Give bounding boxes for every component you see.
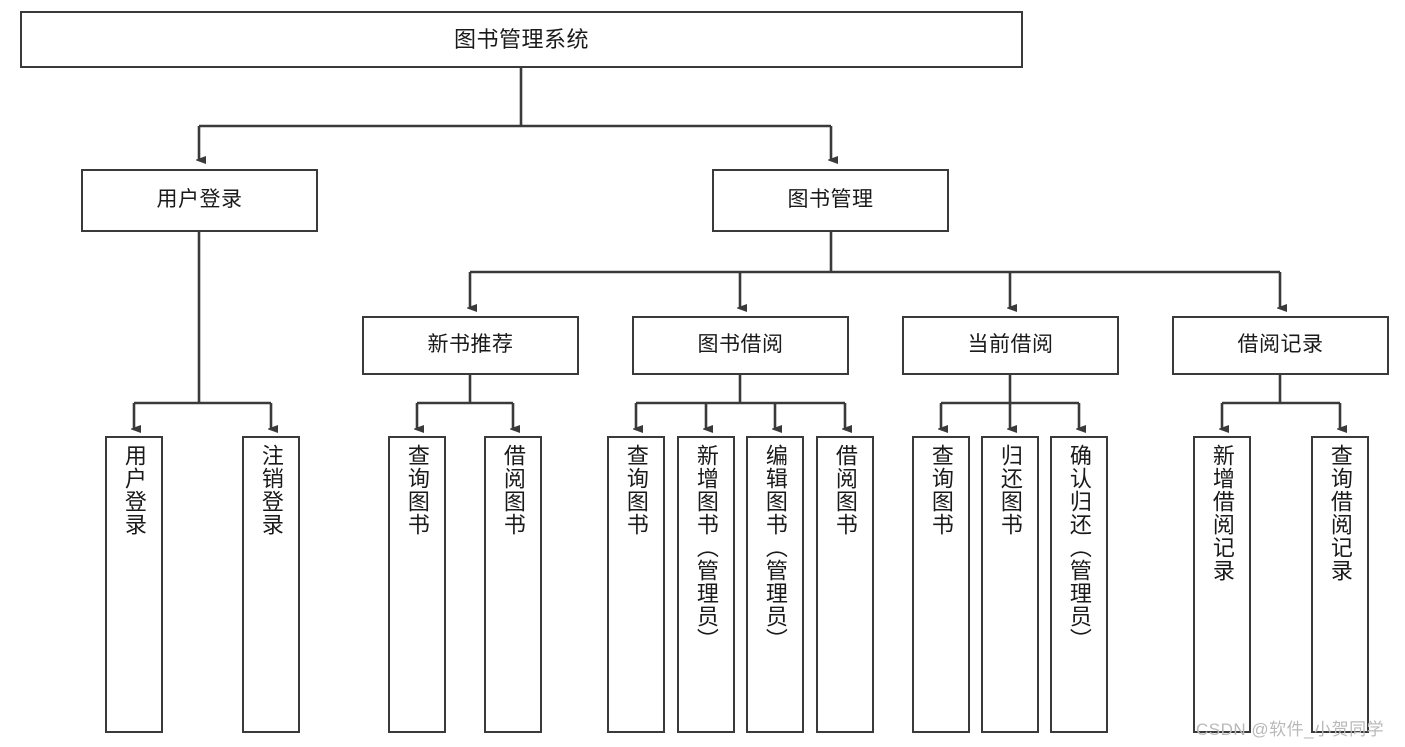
node-label: 借阅图书 xyxy=(832,444,858,536)
node-label: 借阅记录 xyxy=(1237,333,1324,357)
leaf-record-add-borrow-record[interactable]: 新增借阅记录 xyxy=(1193,436,1251,733)
node-label: 新增借阅记录 xyxy=(1209,444,1235,582)
leaf-new-book-borrow-books[interactable]: 借阅图书 xyxy=(484,436,542,733)
node-current-borrowing[interactable]: 当前借阅 xyxy=(902,316,1119,375)
node-label: 注销登录 xyxy=(258,444,284,536)
node-book-management[interactable]: 图书管理 xyxy=(712,169,949,232)
node-label: 用户登录 xyxy=(156,188,243,212)
leaf-user-login-signout[interactable]: 注销登录 xyxy=(242,436,300,733)
node-label: 确认归还（管理员） xyxy=(1066,444,1092,651)
node-label: 当前借阅 xyxy=(967,333,1054,357)
leaf-current-query-books[interactable]: 查询图书 xyxy=(912,436,970,733)
leaf-current-confirm-return-admin[interactable]: 确认归还（管理员） xyxy=(1050,436,1108,733)
node-label: 编辑图书（管理员） xyxy=(762,444,788,651)
leaf-borrow-borrow-books[interactable]: 借阅图书 xyxy=(816,436,874,733)
node-new-book-recommendation[interactable]: 新书推荐 xyxy=(362,316,579,375)
node-borrowing-record[interactable]: 借阅记录 xyxy=(1172,316,1389,375)
node-label: 归还图书 xyxy=(997,444,1023,536)
leaf-borrow-add-book-admin[interactable]: 新增图书（管理员） xyxy=(677,436,735,733)
leaf-borrow-query-books[interactable]: 查询图书 xyxy=(607,436,665,733)
leaf-borrow-edit-book-admin[interactable]: 编辑图书（管理员） xyxy=(746,436,804,733)
leaf-user-login-signin[interactable]: 用户登录 xyxy=(105,436,163,733)
leaf-record-query-borrow-record[interactable]: 查询借阅记录 xyxy=(1311,436,1369,733)
node-label: 图书管理系统 xyxy=(453,26,589,52)
node-label: 查询图书 xyxy=(404,444,430,536)
node-root-book-management-system[interactable]: 图书管理系统 xyxy=(20,11,1023,68)
csdn-watermark: CSDN @软件_小贺同学 xyxy=(1196,720,1385,739)
leaf-new-book-query-books[interactable]: 查询图书 xyxy=(388,436,446,733)
node-label: 图书借阅 xyxy=(697,333,784,357)
node-label: 新增图书（管理员） xyxy=(693,444,719,651)
node-user-login[interactable]: 用户登录 xyxy=(81,169,318,232)
node-label: 新书推荐 xyxy=(427,333,514,357)
node-label: 用户登录 xyxy=(121,444,147,536)
node-label: 查询图书 xyxy=(623,444,649,536)
node-label: 图书管理 xyxy=(787,188,874,212)
node-label: 查询借阅记录 xyxy=(1327,444,1353,582)
node-book-borrowing[interactable]: 图书借阅 xyxy=(632,316,849,375)
node-label: 借阅图书 xyxy=(500,444,526,536)
leaf-current-return-books[interactable]: 归还图书 xyxy=(981,436,1039,733)
node-label: 查询图书 xyxy=(928,444,954,536)
